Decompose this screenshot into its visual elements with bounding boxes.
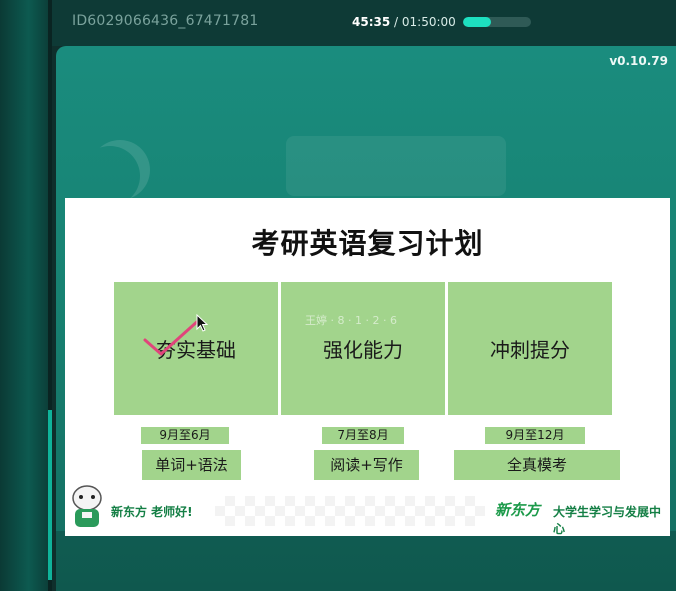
brand-greeting: 新东方 老师好! xyxy=(111,505,193,519)
playback-time: 45:35 / 01:50:00 xyxy=(352,15,456,29)
phase-task-2: 阅读+写作 xyxy=(314,450,419,480)
mascot-icon xyxy=(72,485,102,527)
rail-edge xyxy=(48,0,52,591)
top-bar: ID6029066436_67471781 45:35 / 01:50:00 xyxy=(52,0,676,46)
phase-task-1: 单词+语法 xyxy=(142,450,241,480)
time-total: 01:50:00 xyxy=(401,15,456,29)
playback-progress-bar[interactable] xyxy=(463,17,531,27)
left-rail xyxy=(0,0,52,591)
phase-period-3: 9月至12月 xyxy=(485,427,585,444)
building-decoration xyxy=(286,136,506,196)
phase-task-3: 全真模考 xyxy=(454,450,620,480)
moon-decoration xyxy=(80,146,140,206)
phase-period-2: 7月至8月 xyxy=(322,427,404,444)
phase-name-2: 强化能力 xyxy=(323,338,403,362)
footer-pattern xyxy=(215,496,485,526)
phase-box-2: 强化能力 xyxy=(281,282,445,415)
phase-name-3: 冲刺提分 xyxy=(490,338,570,362)
stage-bottom-shade xyxy=(56,531,676,591)
phase-name-1: 夯实基础 xyxy=(156,338,236,362)
slide-title: 考研英语复习计划 xyxy=(251,227,484,260)
brand-logo: 新东方 xyxy=(495,501,541,519)
phase-box-1: 夯实基础 xyxy=(114,282,278,415)
phase-box-3: 冲刺提分 xyxy=(448,282,612,415)
slide-footer: 新东方 老师好! 新东方 大学生学习与发展中心 xyxy=(65,485,670,536)
session-id: ID6029066436_67471781 xyxy=(72,13,259,29)
phase-period-1: 9月至6月 xyxy=(141,427,229,444)
progress-fill xyxy=(463,17,491,27)
mouse-cursor-icon xyxy=(196,314,208,332)
checkmark-annotation xyxy=(143,318,201,356)
rail-accent xyxy=(48,410,52,580)
brand-center-name: 大学生学习与发展中心 xyxy=(553,505,662,536)
slide: 考研英语复习计划 夯实基础 强化能力 冲刺提分 王婷 · 8 · 1 · 2 ·… xyxy=(65,198,670,536)
time-separator: / xyxy=(390,15,402,29)
time-current: 45:35 xyxy=(352,15,391,29)
version-label: v0.10.79 xyxy=(609,54,668,68)
slide-watermark: 王婷 · 8 · 1 · 2 · 6 xyxy=(305,314,397,327)
